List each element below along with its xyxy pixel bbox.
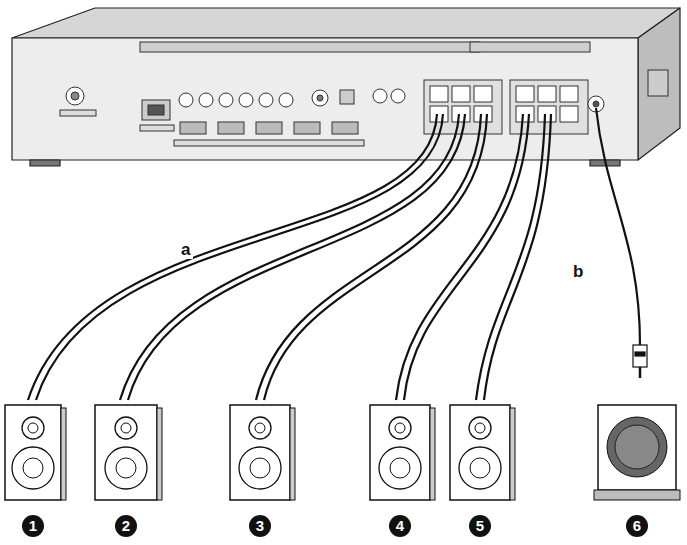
receiver-side bbox=[638, 8, 680, 160]
speaker bbox=[95, 405, 162, 500]
subwoofer-plug bbox=[633, 345, 647, 378]
callout-number: 6 bbox=[626, 515, 648, 537]
speaker-cables bbox=[28, 108, 640, 400]
callout-number: 2 bbox=[115, 515, 137, 537]
panel-details bbox=[60, 42, 668, 146]
callout-number: 1 bbox=[22, 515, 44, 537]
speaker bbox=[5, 405, 66, 500]
speaker bbox=[230, 405, 295, 500]
speaker bbox=[450, 405, 515, 500]
receiver-top bbox=[12, 8, 680, 38]
speaker bbox=[370, 405, 435, 500]
subwoofer bbox=[594, 405, 680, 500]
callout-number: 5 bbox=[469, 515, 491, 537]
callout-number: 4 bbox=[389, 515, 411, 537]
cable-letter: a bbox=[178, 240, 193, 259]
callout-number: 3 bbox=[249, 515, 271, 537]
cable-letter: b bbox=[570, 262, 586, 281]
